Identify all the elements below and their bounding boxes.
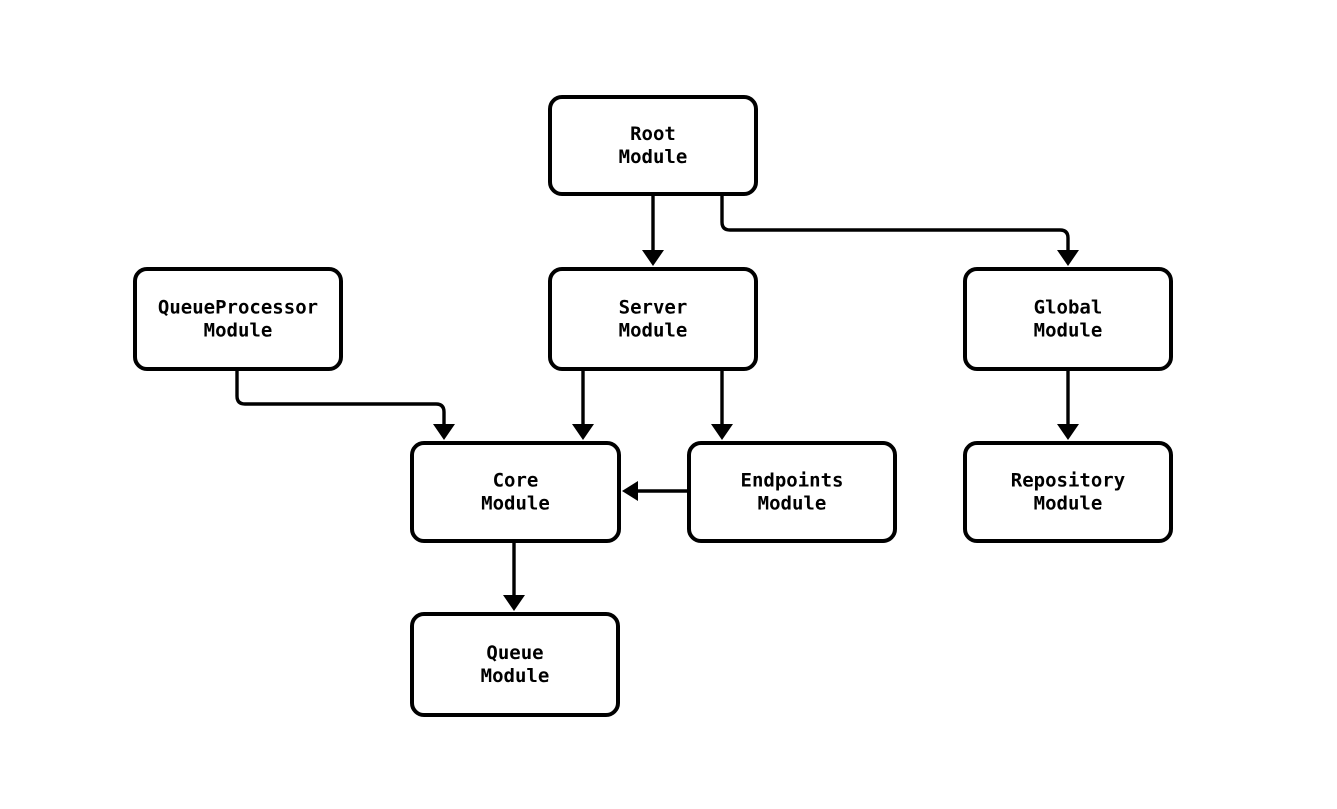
edge-server-to-endpoints: [711, 371, 733, 440]
arrow-head-icon: [711, 424, 733, 440]
node-label-line1: Endpoints: [741, 470, 844, 492]
node-shape[interactable]: [548, 95, 758, 196]
edges-layer: [235, 196, 1079, 611]
node-shape[interactable]: [410, 441, 621, 543]
node-label-line2: Module: [758, 493, 827, 515]
node-label-line1: Server: [619, 297, 688, 319]
node-label-line1: QueueProcessor: [158, 297, 318, 319]
edge-root-to-server: [642, 196, 664, 266]
node-shape[interactable]: [548, 267, 758, 371]
edge-global-to-repository: [1057, 371, 1079, 440]
edge-endpoints-to-core: [622, 481, 687, 501]
arrow-head-icon: [622, 481, 638, 501]
nodes-layer: RootModuleQueueProcessorModuleServerModu…: [133, 95, 1173, 717]
arrow-head-icon: [642, 250, 664, 266]
node-label-line2: Module: [619, 320, 688, 342]
node-shape[interactable]: [410, 612, 620, 717]
arrow-head-icon: [572, 424, 594, 440]
node-label-line2: Module: [1034, 320, 1103, 342]
node-label-line1: Core: [493, 470, 539, 492]
arrow-head-icon: [1057, 250, 1079, 266]
edge-root-to-global: [720, 196, 1079, 266]
node-shape[interactable]: [963, 267, 1173, 371]
edge-queueprocessor-to-core: [235, 371, 455, 440]
edge-line: [235, 371, 446, 429]
arrow-head-icon: [1057, 424, 1079, 440]
node-shape[interactable]: [133, 267, 343, 371]
node-label-line1: Repository: [1011, 470, 1125, 492]
edge-line: [720, 196, 1070, 255]
node-label-line2: Module: [204, 320, 273, 342]
edge-server-to-core: [572, 371, 594, 440]
node-shape[interactable]: [687, 441, 897, 543]
arrow-head-icon: [503, 595, 525, 611]
node-label-line1: Root: [630, 123, 676, 145]
node-label-line2: Module: [619, 146, 688, 168]
node-label-line1: Global: [1034, 297, 1103, 319]
node-label-line1: Queue: [486, 642, 543, 664]
edge-core-to-queue: [503, 543, 525, 611]
node-label-line2: Module: [1034, 493, 1103, 515]
node-label-line2: Module: [481, 665, 550, 687]
arrow-head-icon: [433, 424, 455, 440]
node-label-line2: Module: [481, 493, 550, 515]
node-shape[interactable]: [963, 441, 1173, 543]
